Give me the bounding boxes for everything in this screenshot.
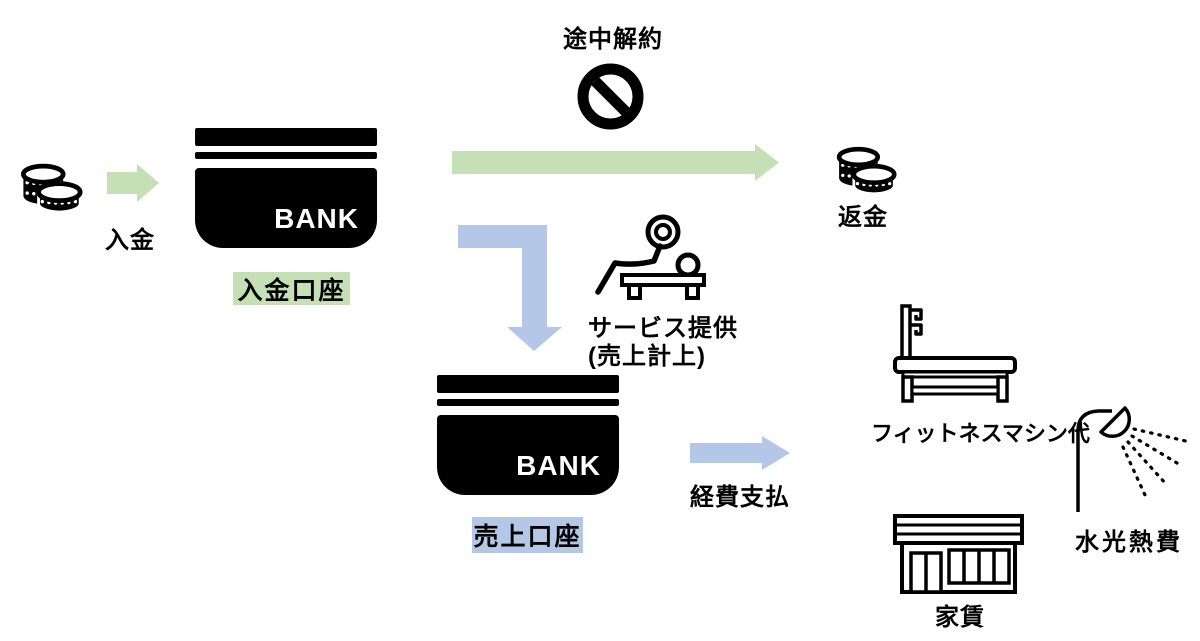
deposit-account-tag: 入金口座 bbox=[233, 272, 350, 305]
card-stripe bbox=[437, 399, 619, 406]
service-label: サービス提供 (売上計上) bbox=[588, 315, 738, 370]
service-label-line2: (売上計上) bbox=[588, 342, 706, 370]
card-stripe bbox=[437, 375, 619, 393]
rent-label: 家賃 bbox=[935, 604, 985, 631]
storefront-icon bbox=[893, 514, 1024, 594]
bank-logo-text: BANK bbox=[516, 450, 601, 481]
service-label-line1: サービス提供 bbox=[588, 315, 738, 342]
bench-press-icon bbox=[595, 214, 706, 300]
refund-label: 返金 bbox=[838, 204, 888, 231]
expense-label: 経費支払 bbox=[690, 484, 790, 511]
shower-icon bbox=[1076, 406, 1192, 512]
card-stripe bbox=[195, 152, 377, 159]
machine-cost-label: フィットネスマシン代 bbox=[871, 421, 1090, 446]
deposit-coins-icon bbox=[21, 163, 83, 214]
deposit-account-card: BANK bbox=[195, 128, 377, 248]
card-stripe bbox=[195, 128, 377, 146]
cancellation-label: 途中解約 bbox=[563, 26, 663, 53]
deposit-label: 入金 bbox=[105, 227, 155, 254]
expense-arrow bbox=[690, 436, 790, 470]
refund-coins-icon bbox=[836, 146, 897, 196]
weight-bench-icon bbox=[893, 304, 1017, 403]
bank-logo-text: BANK bbox=[274, 203, 359, 234]
utilities-label: 水光熱費 bbox=[1075, 529, 1183, 556]
sales-account-card: BANK bbox=[437, 375, 619, 495]
card-body: BANK bbox=[195, 168, 377, 248]
cancellation-refund-arrow bbox=[452, 144, 779, 181]
deposit-arrow bbox=[107, 164, 159, 202]
prohibition-icon bbox=[577, 63, 644, 130]
card-body: BANK bbox=[437, 415, 619, 495]
sales-account-tag: 売上口座 bbox=[472, 517, 583, 553]
transfer-arrow bbox=[458, 225, 562, 351]
